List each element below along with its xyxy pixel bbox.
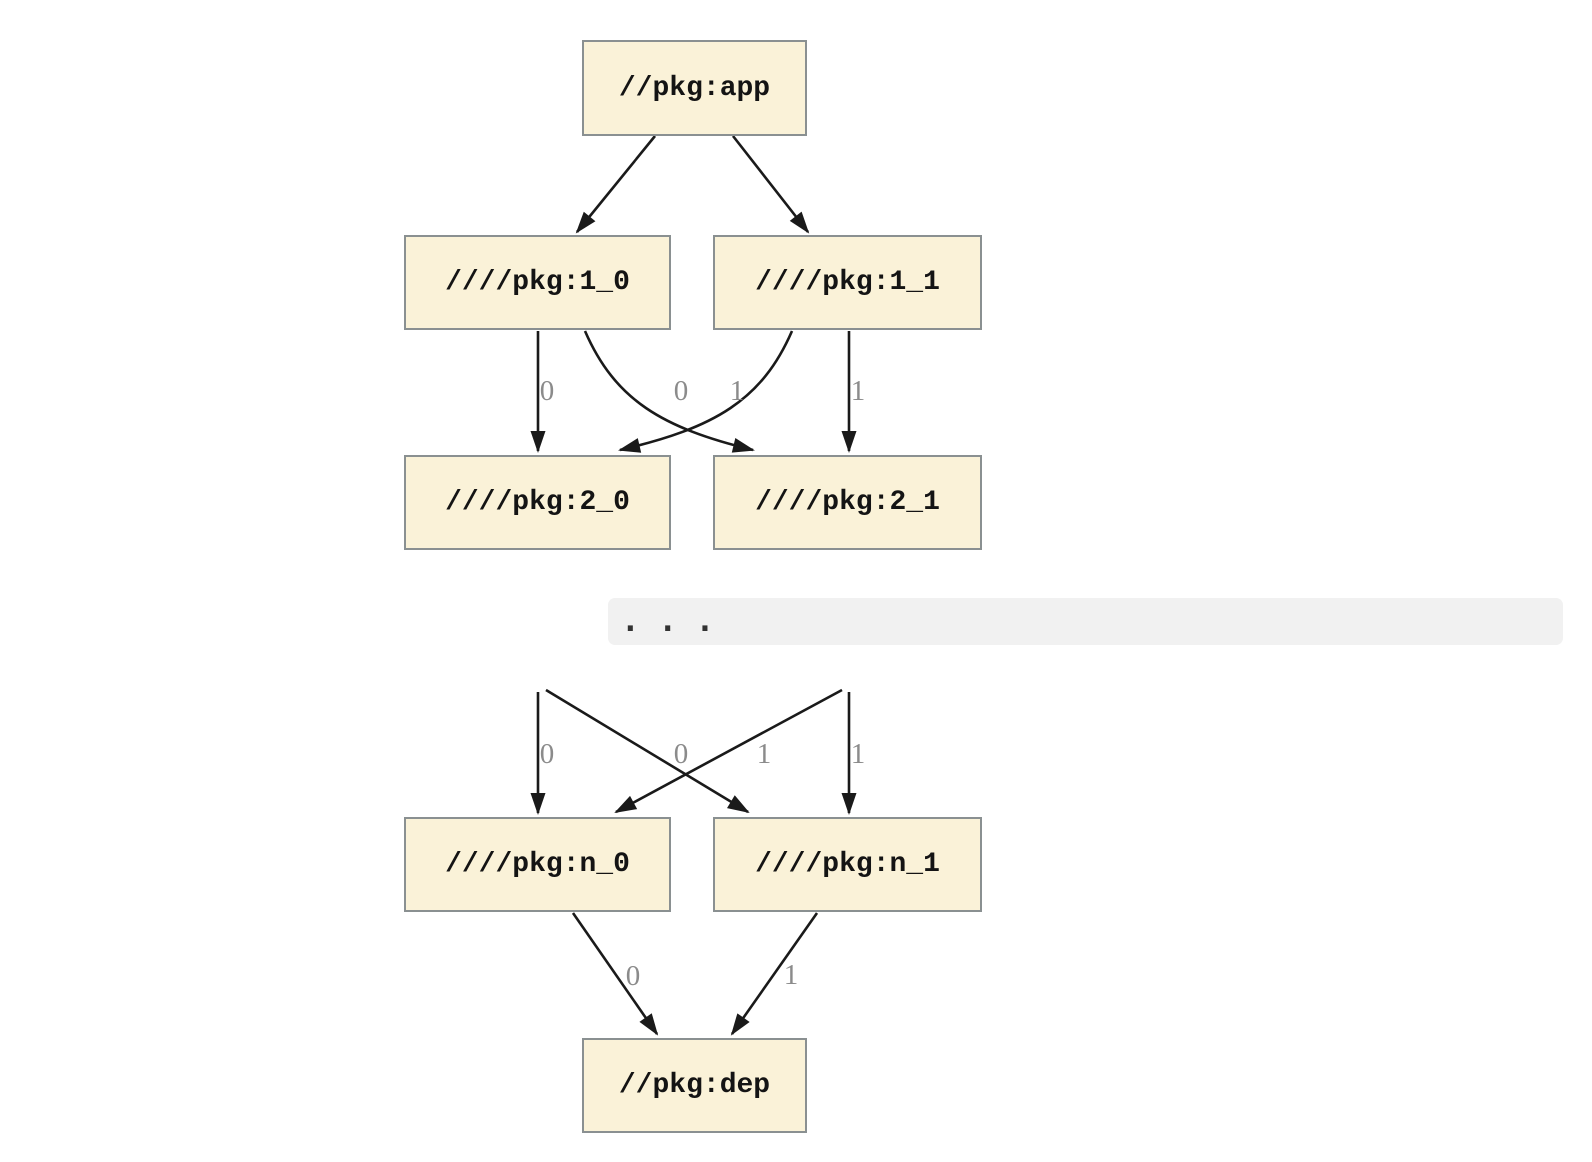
edge-app-1_1	[731, 135, 810, 234]
edge-label: 1	[851, 375, 866, 407]
edge-cont-n_0-cross	[614, 688, 843, 814]
ellipsis-dots: . . .	[621, 603, 715, 639]
node-n-1-label: ////pkg:n_1	[755, 849, 940, 880]
edge-app-1_0	[575, 135, 657, 234]
node-1-1: ////pkg:1_1	[713, 235, 982, 330]
node-app-label: //pkg:app	[618, 72, 771, 104]
continuation-band: . . .	[608, 598, 1563, 645]
node-n-0-label: ////pkg:n_0	[445, 849, 630, 880]
edge-label: 1	[730, 375, 745, 407]
edge-1_1-2_0	[618, 330, 794, 453]
node-n-1: ////pkg:n_1	[713, 817, 982, 912]
edge-n_0-dep	[571, 912, 659, 1036]
node-2-1: ////pkg:2_1	[713, 455, 982, 550]
node-n-0: ////pkg:n_0	[404, 817, 671, 912]
edge-n_1-dep	[730, 912, 819, 1036]
edge-label: 0	[540, 738, 555, 770]
node-2-1-label: ////pkg:2_1	[755, 487, 940, 518]
edge-label: 0	[626, 960, 641, 992]
edge-label: 0	[540, 375, 555, 407]
edge-label: 1	[851, 738, 866, 770]
node-1-1-label: ////pkg:1_1	[755, 267, 940, 298]
edge-label: 1	[784, 959, 799, 991]
node-2-0: ////pkg:2_0	[404, 455, 671, 550]
node-dep-label: //pkg:dep	[618, 1070, 771, 1101]
edge-label: 1	[757, 738, 772, 770]
node-dep: //pkg:dep	[582, 1038, 807, 1133]
edge-1_0-2_1	[583, 330, 755, 453]
node-1-0: ////pkg:1_0	[404, 235, 671, 330]
node-1-0-label: ////pkg:1_0	[445, 267, 630, 298]
node-app: //pkg:app	[582, 40, 807, 136]
edge-cont-n_1-cross	[545, 688, 750, 814]
node-2-0-label: ////pkg:2_0	[445, 487, 630, 518]
edge-label: 0	[674, 738, 689, 770]
edge-label: 0	[674, 375, 689, 407]
